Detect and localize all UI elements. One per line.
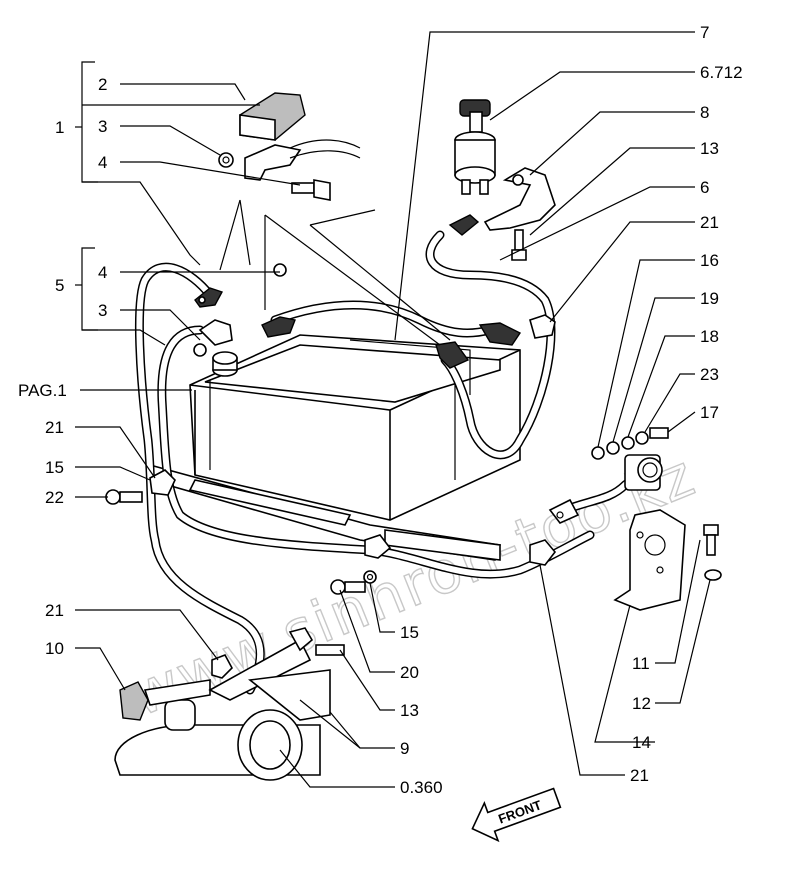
callout-4-top: 4 <box>98 153 107 172</box>
cable-terminals <box>193 214 580 524</box>
callout-15-left: 15 <box>45 458 64 477</box>
battery <box>189 334 521 521</box>
callout-5: 5 <box>55 276 64 295</box>
callout-4-mid: 4 <box>98 263 107 282</box>
callout-12: 12 <box>632 694 651 713</box>
callout-17: 17 <box>700 403 719 422</box>
mounting-bracket <box>613 509 686 611</box>
callout-19: 19 <box>700 289 719 308</box>
callout-3-mid: 3 <box>98 301 107 320</box>
callout-23: 23 <box>700 365 719 384</box>
callout-21-left: 21 <box>45 418 64 437</box>
callout-0360: 0.360 <box>400 778 443 797</box>
callout-20: 20 <box>400 663 419 682</box>
callout-18: 18 <box>700 327 719 346</box>
callout-21-right: 21 <box>700 213 719 232</box>
callout-8: 8 <box>700 103 709 122</box>
connector <box>119 681 149 721</box>
terminal-clamp <box>218 139 361 181</box>
callout-21-bottom: 21 <box>630 766 649 785</box>
terminal-cover <box>239 92 306 141</box>
earth-strap <box>483 167 556 231</box>
callout-3-top: 3 <box>98 117 107 136</box>
battery-switch <box>454 99 496 195</box>
screw <box>511 229 527 261</box>
callout-9: 9 <box>400 739 409 758</box>
battery-tray <box>149 463 502 561</box>
callout-22: 22 <box>45 488 64 507</box>
callout-21-lower-left: 21 <box>45 601 64 620</box>
callout-6: 6 <box>700 178 709 197</box>
leader-lines <box>75 31 711 788</box>
front-arrow: FRONT <box>471 787 562 843</box>
callout-2: 2 <box>98 75 107 94</box>
callout-6712: 6.712 <box>700 63 743 82</box>
socket-assembly <box>591 427 669 491</box>
callout-13-top: 13 <box>700 139 719 158</box>
callout-pag1: PAG.1 <box>18 381 67 400</box>
callout-16: 16 <box>700 251 719 270</box>
cables <box>134 230 650 695</box>
callout-11: 11 <box>632 654 650 673</box>
bolts-lower <box>105 489 377 595</box>
callout-1: 1 <box>55 118 64 137</box>
callout-labels: 2 1 3 4 4 5 3 PAG.1 21 15 22 21 10 7 6.7… <box>18 23 743 797</box>
callout-7: 7 <box>700 23 709 42</box>
callout-14: 14 <box>632 733 651 752</box>
callout-10: 10 <box>45 639 64 658</box>
cable-clips <box>149 314 557 679</box>
bolt <box>291 179 331 201</box>
bolt-nut <box>703 524 722 581</box>
callout-15-bottom: 15 <box>400 623 419 642</box>
callout-13-bottom: 13 <box>400 701 419 720</box>
